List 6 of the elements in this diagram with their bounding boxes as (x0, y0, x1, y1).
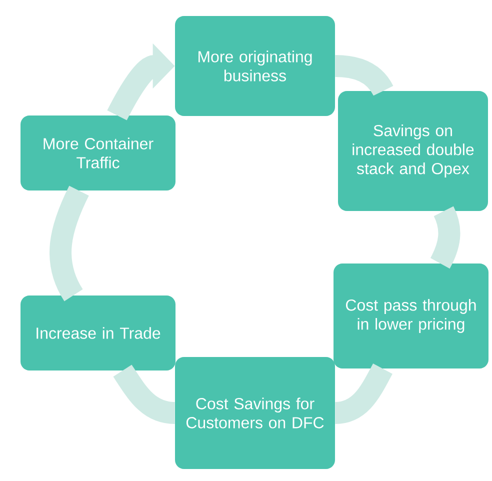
process-box: More Container Traffic (20, 116, 176, 190)
process-box: Increase in Trade (20, 295, 176, 370)
process-box: Cost pass through in lower pricing (334, 264, 488, 368)
process-box: Savings on increased double stack and Opex (338, 91, 488, 211)
process-box: Cost Savings for Customers on DFC (175, 356, 335, 469)
process-box: More originating business (175, 16, 335, 116)
